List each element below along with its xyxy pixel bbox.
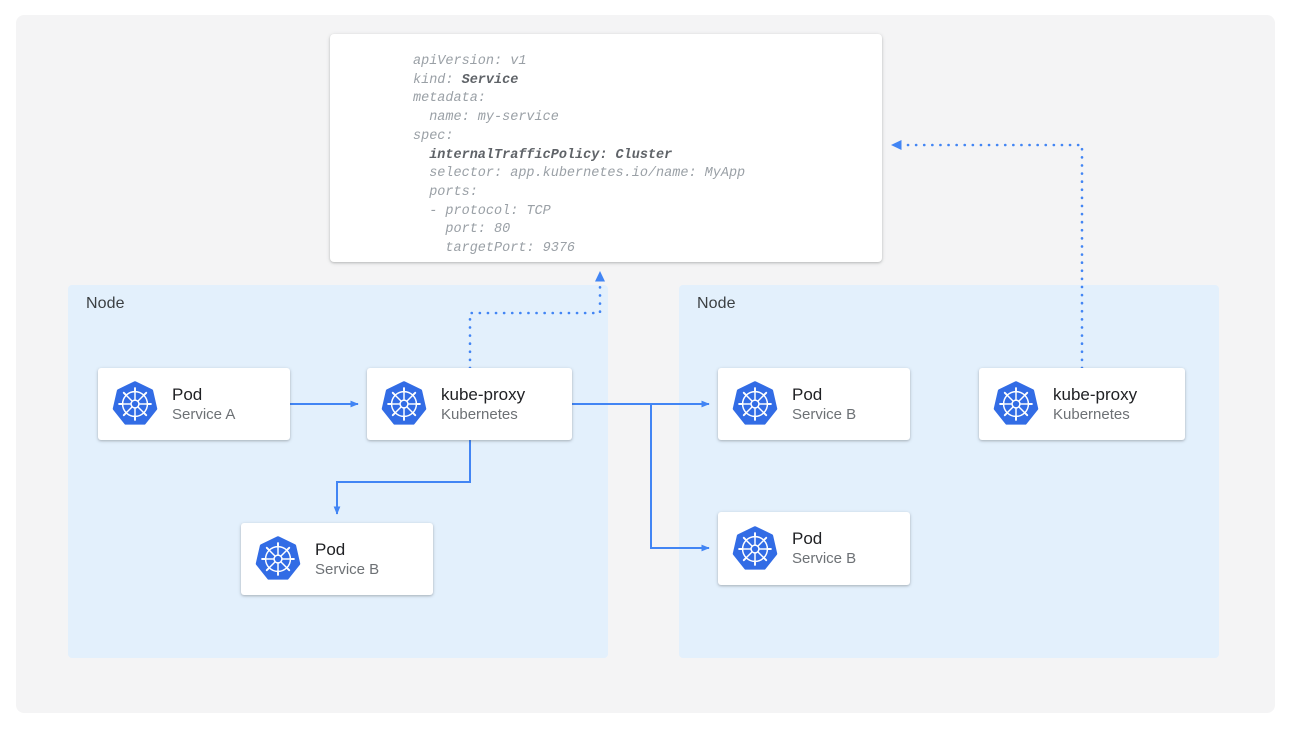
manifest-line: spec: bbox=[413, 128, 454, 144]
manifest-line: selector: app.kubernetes.io/name: MyApp bbox=[413, 166, 746, 182]
service-manifest-card: apiVersion: v1 kind: Service metadata: nam… bbox=[330, 34, 882, 262]
card-title: Pod bbox=[792, 529, 823, 548]
card-title: kube-proxy bbox=[441, 384, 526, 404]
card-subtitle: Kubernetes bbox=[441, 405, 518, 423]
card-pod-service-a[interactable]: Pod Service A bbox=[98, 368, 290, 440]
kubernetes-icon bbox=[732, 525, 778, 572]
manifest-line: - protocol: TCP bbox=[413, 203, 551, 219]
manifest-line: name: my-service bbox=[413, 110, 559, 126]
card-title: Pod bbox=[315, 539, 346, 559]
card-pod-service-b-right-top[interactable]: Pod Service B bbox=[718, 368, 910, 440]
node-container-right: Node bbox=[679, 285, 1219, 658]
service-manifest-code: apiVersion: v1 kind: Service metadata: nam… bbox=[413, 53, 745, 259]
manifest-line: kind: Service bbox=[413, 72, 519, 88]
manifest-line: port: 80 bbox=[413, 222, 511, 238]
node-container-left: Node bbox=[68, 285, 608, 658]
card-subtitle: Kubernetes bbox=[1053, 405, 1130, 423]
card-pod-service-b-right-bottom[interactable]: Pod Service B bbox=[718, 512, 910, 585]
manifest-line: targetPort: 9376 bbox=[413, 241, 576, 257]
card-kube-proxy-right[interactable]: kube-proxy Kubernetes bbox=[979, 368, 1185, 440]
node-label-left: Node bbox=[86, 295, 125, 312]
kubernetes-icon bbox=[112, 381, 158, 427]
card-subtitle: Service A bbox=[172, 405, 236, 423]
card-subtitle: Service B bbox=[792, 405, 857, 423]
manifest-line: metadata: bbox=[413, 91, 486, 107]
kubernetes-icon bbox=[993, 381, 1039, 427]
card-title: Pod bbox=[172, 384, 203, 404]
manifest-line: internalTrafficPolicy: Cluster bbox=[429, 147, 673, 163]
manifest-line: apiVersion: v1 bbox=[413, 54, 527, 69]
card-title: kube-proxy bbox=[1053, 384, 1138, 404]
kubernetes-icon bbox=[255, 536, 301, 582]
card-subtitle: Service B bbox=[315, 560, 380, 578]
kubernetes-icon bbox=[732, 381, 778, 427]
manifest-line: ports: bbox=[413, 184, 478, 200]
kubernetes-icon bbox=[381, 381, 427, 427]
card-pod-service-b-left[interactable]: Pod Service B bbox=[241, 523, 433, 595]
card-title: Pod bbox=[792, 384, 823, 404]
node-label-right: Node bbox=[697, 295, 736, 312]
card-kube-proxy-left[interactable]: kube-proxy Kubernetes bbox=[367, 368, 572, 440]
card-subtitle: Service B bbox=[792, 550, 857, 568]
